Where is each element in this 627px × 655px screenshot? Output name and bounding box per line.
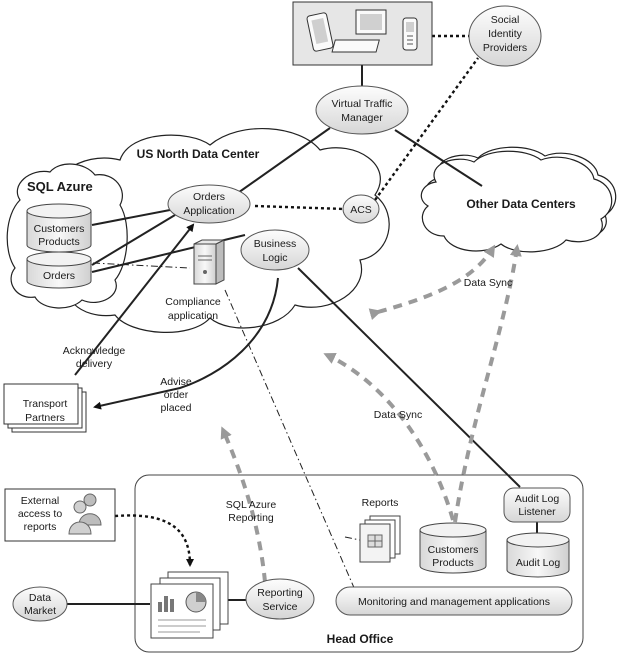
us-north-cloud [45, 128, 390, 333]
client-devices-box [292, 1, 433, 66]
data-sync-upper-label: Data Sync [464, 277, 512, 289]
reporting-service-line-1: Reporting [257, 587, 303, 599]
social-identity-line-1: Social [491, 14, 520, 26]
mobile-phone-icon [402, 17, 418, 51]
business-logic-line-2: Logic [262, 252, 287, 264]
audit-listener-line-1: Audit Log [515, 493, 560, 505]
reports-dashdot [344, 536, 361, 541]
orders-db-label: Orders [43, 270, 75, 282]
compliance-to-monitoring [224, 289, 356, 591]
compliance-application: Compliance application [165, 239, 225, 322]
monitoring-label: Monitoring and management applications [358, 596, 550, 608]
us-north-title: US North Data Center [137, 147, 260, 161]
advise-line-2: order [164, 389, 189, 401]
audit-log-database: Audit Log [506, 532, 570, 578]
advise-line-1: Advise [160, 376, 192, 388]
customers-local-line-1: Customers [428, 544, 479, 556]
orders-application-node: Orders Application [167, 184, 251, 224]
acs-to-social-identity [374, 57, 479, 201]
sql-azure-reporting-line-1: SQL Azure [226, 499, 277, 511]
advise-line-3: placed [161, 402, 192, 414]
orders-app-to-customers-db [91, 209, 171, 226]
traffic-manager-line-1: Virtual Traffic [332, 98, 393, 110]
report-documents-icon [150, 571, 229, 639]
sql-azure-reporting-line-2: Reporting [228, 512, 274, 524]
orders-db-to-compliance [92, 262, 191, 269]
reports-label: Reports [362, 497, 399, 509]
sql-azure-title: SQL Azure [27, 179, 93, 194]
audit-log-listener-node: Audit Log Listener [503, 487, 571, 523]
reporting-service-line-2: Service [262, 601, 297, 613]
customers-db-line-2: Products [38, 236, 79, 248]
compliance-line-1: Compliance [165, 296, 221, 308]
business-logic-node: Business Logic [240, 229, 310, 271]
traffic-manager-line-2: Manager [341, 112, 383, 124]
acs-label: ACS [350, 204, 372, 216]
data-market-node: Data Market [12, 586, 68, 622]
users-icon [68, 493, 102, 535]
audit-listener-line-2: Listener [518, 506, 556, 518]
data-sync-lower-label: Data Sync [374, 409, 422, 421]
virtual-traffic-manager-node: Virtual Traffic Manager [315, 85, 409, 135]
external-access-line-3: reports [24, 521, 57, 533]
tablet-icon [306, 12, 334, 52]
data-market-line-1: Data [29, 592, 51, 604]
business-logic-to-audit-listener [297, 267, 521, 488]
desktop-computer-icon [331, 9, 387, 53]
reporting-service-node: Reporting Service [245, 578, 315, 620]
orders-app-to-orders-db [91, 214, 176, 266]
transport-ack-link [74, 223, 195, 376]
sql-azure-reporting-arrow [220, 426, 267, 583]
compliance-line-2: application [168, 310, 218, 322]
pie-chart-icon [185, 591, 207, 613]
transport-partners-node: Transport Partners [3, 383, 87, 433]
transport-line-1: Transport [23, 398, 68, 410]
data-sync-arrow-upper [368, 244, 496, 320]
acs-node: ACS [342, 194, 380, 224]
acknowledge-line-2: delivery [76, 358, 113, 370]
customers-products-local-database: Customers Products [419, 522, 487, 574]
external-access-node: External access to reports [4, 488, 116, 542]
data-sync-arrow-vertical [453, 244, 522, 523]
orders-app-line-1: Orders [193, 191, 225, 203]
data-market-line-2: Market [24, 605, 56, 617]
monitoring-applications-node: Monitoring and management applications [335, 586, 573, 616]
advise-order-link [93, 277, 279, 410]
social-identity-line-2: Identity [488, 28, 523, 40]
spreadsheet-icon [359, 515, 401, 563]
orders-database: Orders [26, 251, 92, 289]
social-identity-providers-node: Social Identity Providers [468, 5, 542, 67]
server-icon [193, 239, 225, 285]
reports-node: Reports [359, 497, 401, 563]
transport-line-2: Partners [25, 412, 65, 424]
traffic-manager-to-orders-app [234, 127, 331, 196]
external-access-line-2: access to [18, 508, 63, 520]
orders-app-line-2: Application [183, 205, 235, 217]
business-logic-line-1: Business [254, 238, 297, 250]
traffic-manager-to-other-dcs [394, 129, 483, 187]
customers-products-database: Customers Products [26, 203, 92, 253]
external-access-line-1: External [21, 495, 60, 507]
customers-local-line-2: Products [432, 557, 473, 569]
acknowledge-line-1: Acknowledge [63, 345, 126, 357]
customers-db-line-1: Customers [34, 223, 85, 235]
audit-log-label: Audit Log [516, 557, 561, 569]
social-identity-line-3: Providers [483, 42, 527, 54]
bar-chart-icon [158, 596, 174, 612]
other-data-centers-title: Other Data Centers [466, 197, 576, 211]
head-office-title: Head Office [327, 632, 394, 646]
data-sync-arrow-lower [323, 352, 455, 521]
